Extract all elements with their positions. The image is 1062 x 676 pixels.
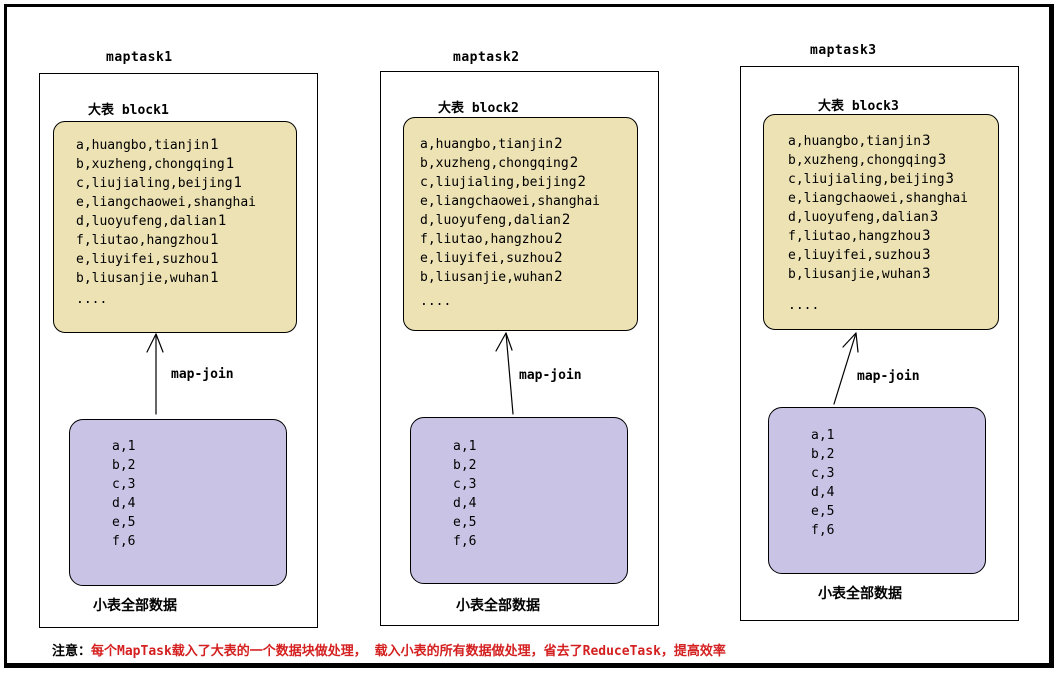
big-table-row: e,liangchaowei,shanghai (788, 191, 969, 206)
big-table-rows: a,huangbo,tianjin3 b,xuzheng,chongqing3 … (788, 132, 969, 284)
small-table-row: c,3 (112, 477, 136, 492)
small-table-row: c,3 (453, 477, 477, 492)
big-table-row: b,liusanjie,wuhan3 (788, 266, 931, 282)
small-table-row: e,5 (811, 504, 835, 519)
big-table-row: f,liutao,hangzhou3 (788, 228, 931, 244)
small-table-row: a,1 (453, 439, 477, 454)
big-table-ellipsis: .... (788, 298, 820, 313)
small-table-row: f,6 (112, 534, 136, 549)
maptask3-big-table-block: a,huangbo,tianjin3 b,xuzheng,chongqing3 … (763, 114, 999, 330)
big-table-row: b,liusanjie,wuhan1 (76, 270, 219, 286)
big-table-rows: a,huangbo,tianjin2 b,xuzheng,chongqing2 … (420, 135, 601, 287)
maptask3-small-table-block: a,1 b,2 c,3 d,4 e,5 f,6 (768, 407, 986, 574)
small-table-rows: a,1 b,2 c,3 d,4 e,5 f,6 (453, 437, 476, 551)
big-table-row: c,liujialing,beijing3 (788, 171, 954, 187)
big-table-row: e,liangchaowei,shanghai (76, 195, 257, 210)
big-table-row: f,liutao,hangzhou2 (420, 231, 563, 247)
small-table-row: a,1 (112, 439, 136, 454)
small-table-row: b,2 (453, 458, 477, 473)
maptask1-small-table-block: a,1 b,2 c,3 d,4 e,5 f,6 (69, 419, 287, 586)
small-table-row: f,6 (811, 523, 835, 538)
big-table-row: e,liangchaowei,shanghai (420, 194, 601, 209)
small-table-row: e,5 (112, 515, 136, 530)
small-table-row: b,2 (112, 458, 136, 473)
big-table-rows: a,huangbo,tianjin1 b,xuzheng,chongqing1 … (76, 136, 257, 288)
note-text: 每个MapTask载入了大表的一个数据块做处理， 载入小表的所有数据做处理，省去… (91, 644, 726, 659)
maptask1-map-join-label: map-join (171, 367, 234, 382)
note-label: 注意： (52, 644, 92, 659)
small-table-row: a,1 (811, 428, 835, 443)
big-table-row: a,huangbo,tianjin2 (420, 136, 563, 152)
small-table-row: d,4 (811, 485, 835, 500)
big-table-row: b,xuzheng,chongqing2 (420, 155, 579, 171)
maptask1-block-title: 大表 block1 (88, 103, 169, 118)
big-table-row: e,liuyifei,suzhou3 (788, 247, 931, 263)
big-table-row: f,liutao,hangzhou1 (76, 232, 219, 248)
maptask2-big-table-block: a,huangbo,tianjin2 b,xuzheng,chongqing2 … (403, 117, 638, 331)
big-table-row: c,liujialing,beijing2 (420, 174, 586, 190)
big-table-row: d,luoyufeng,dalian3 (788, 209, 939, 225)
big-table-ellipsis: .... (420, 294, 452, 309)
maptask3-title: maptask3 (810, 43, 877, 58)
big-table-row: b,xuzheng,chongqing1 (76, 156, 235, 172)
maptask3-small-caption: 小表全部数据 (818, 586, 902, 602)
big-table-row: c,liujialing,beijing1 (76, 175, 242, 191)
maptask3-map-join-label: map-join (857, 369, 920, 384)
big-table-row: e,liuyifei,suzhou1 (76, 251, 219, 267)
small-table-row: d,4 (453, 496, 477, 511)
big-table-row: e,liuyifei,suzhou2 (420, 250, 563, 266)
maptask2-small-table-block: a,1 b,2 c,3 d,4 e,5 f,6 (410, 417, 628, 584)
big-table-row: d,luoyufeng,dalian1 (76, 213, 227, 229)
big-table-ellipsis: .... (76, 292, 108, 307)
big-table-row: b,liusanjie,wuhan2 (420, 269, 563, 285)
maptask1-big-table-block: a,huangbo,tianjin1 b,xuzheng,chongqing1 … (53, 121, 297, 333)
big-table-row: a,huangbo,tianjin3 (788, 133, 931, 149)
maptask2-title: maptask2 (453, 50, 520, 65)
maptask3-block-title: 大表 block3 (818, 99, 899, 114)
small-table-row: d,4 (112, 496, 136, 511)
maptask1-title: maptask1 (106, 50, 173, 65)
maptask1-small-caption: 小表全部数据 (93, 598, 177, 614)
big-table-row: d,luoyufeng,dalian2 (420, 212, 571, 228)
small-table-row: e,5 (453, 515, 477, 530)
small-table-rows: a,1 b,2 c,3 d,4 e,5 f,6 (811, 426, 834, 540)
small-table-row: f,6 (453, 534, 477, 549)
big-table-row: b,xuzheng,chongqing3 (788, 152, 947, 168)
small-table-rows: a,1 b,2 c,3 d,4 e,5 f,6 (112, 437, 135, 551)
small-table-row: b,2 (811, 447, 835, 462)
big-table-row: a,huangbo,tianjin1 (76, 137, 219, 153)
note-line: 注意：每个MapTask载入了大表的一个数据块做处理， 载入小表的所有数据做处理… (52, 640, 726, 659)
maptask2-map-join-label: map-join (519, 368, 582, 383)
maptask2-block-title: 大表 block2 (438, 101, 519, 116)
small-table-row: c,3 (811, 466, 835, 481)
maptask2-small-caption: 小表全部数据 (456, 598, 540, 614)
diagram-frame (4, 4, 1054, 668)
